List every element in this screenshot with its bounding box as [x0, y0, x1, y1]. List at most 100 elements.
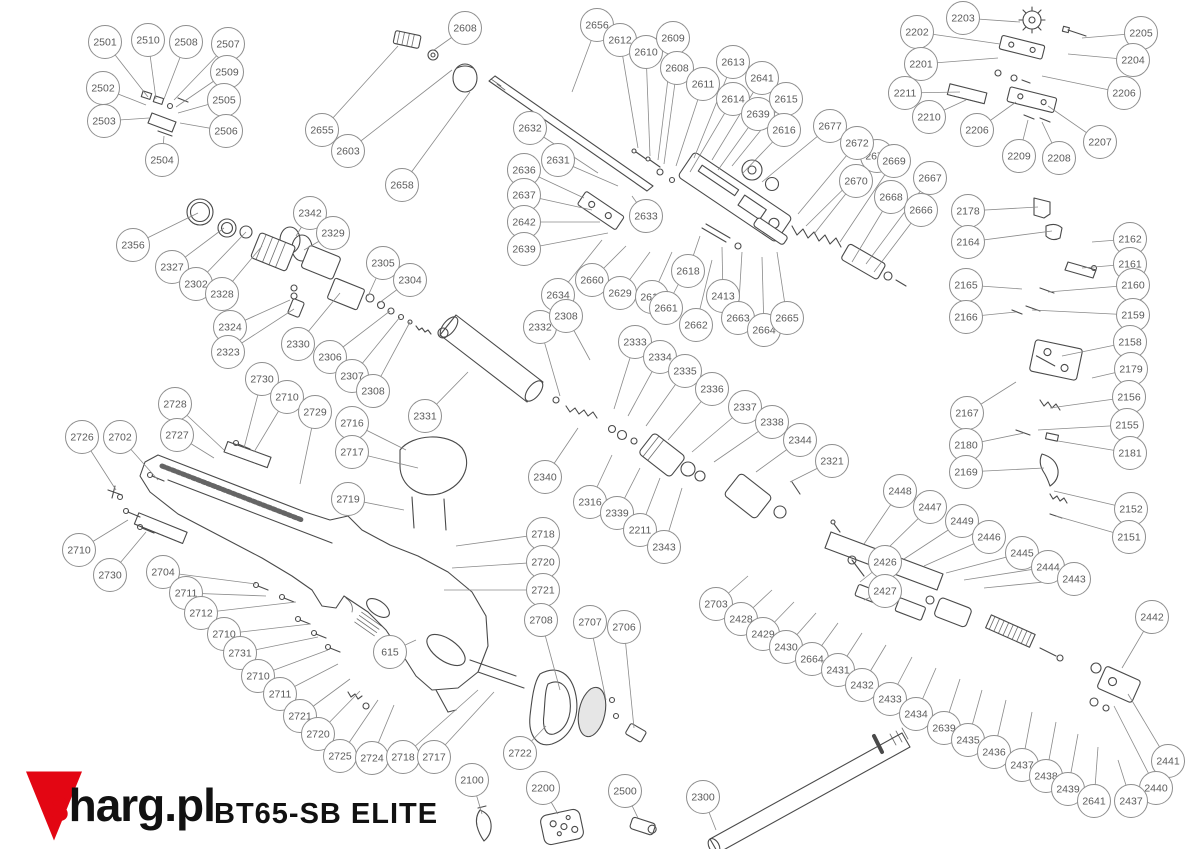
part-callout: 2503 [87, 104, 121, 138]
part-callout: 2655 [305, 113, 339, 147]
part-callout: 2722 [503, 736, 537, 770]
part-number: 2702 [108, 432, 132, 444]
part-number: 2614 [721, 94, 745, 106]
part-number: 2327 [160, 262, 184, 274]
part-number: 615 [381, 647, 399, 659]
part-callout: 2501 [88, 25, 122, 59]
part-number: 2203 [951, 13, 975, 25]
part-callout: 2344 [783, 423, 817, 457]
part-callout: 2433 [873, 682, 907, 716]
part-number: 2611 [692, 79, 715, 91]
part-number: 2726 [70, 432, 94, 444]
part-callout: 2614 [716, 82, 750, 116]
part-callout: 2152 [1114, 492, 1148, 526]
part-callout: 615 [373, 635, 407, 669]
part-number: 2443 [1062, 574, 1086, 586]
part-callout: 2730 [93, 558, 127, 592]
part-callout: 2327 [155, 250, 189, 284]
part-callout: 2445 [1005, 536, 1039, 570]
part-callout: 2306 [313, 340, 347, 374]
part-callout: 2426 [868, 545, 902, 579]
part-callout: 2207 [1083, 125, 1117, 159]
leader-line [645, 51, 651, 157]
part-callout: 2167 [950, 396, 984, 430]
part-callout: 2434 [899, 697, 933, 731]
part-callout: 2609 [656, 21, 690, 55]
part-callout: 2611 [686, 67, 720, 101]
part-callout: 2631 [541, 143, 575, 177]
part-number: 2164 [956, 237, 980, 249]
part-callout: 2706 [607, 610, 641, 644]
part-number: 2669 [882, 156, 906, 168]
part-number: 2615 [774, 94, 798, 106]
part-number: 2426 [873, 557, 897, 569]
part-number: 2440 [1144, 783, 1168, 795]
part-callout: 2444 [1031, 550, 1065, 584]
part-number: 2639 [932, 723, 956, 735]
part-number: 2343 [652, 542, 676, 554]
part-number: 2504 [150, 155, 174, 167]
part-callout: 2704 [146, 555, 180, 589]
part-number: 2618 [676, 266, 700, 278]
part-callout: 2642 [507, 205, 541, 239]
part-number: 2613 [721, 57, 745, 69]
part-number: 2431 [826, 665, 850, 677]
part-callout: 2731 [223, 636, 257, 670]
part-number: 2155 [1115, 420, 1139, 432]
part-callout: 2703 [699, 587, 733, 621]
part-number: 2707 [578, 617, 602, 629]
part-number: 2305 [371, 258, 395, 270]
part-callout: 2302 [179, 267, 213, 301]
part-number: 2665 [775, 313, 799, 325]
part-number: 2708 [529, 615, 553, 627]
part-number: 2300 [691, 792, 715, 804]
part-number: 2704 [151, 567, 175, 579]
part-number: 2165 [954, 280, 978, 292]
part-number: 2712 [189, 608, 213, 620]
part-number: 2328 [210, 289, 234, 301]
part-callout: 2710 [270, 380, 304, 414]
part-number: 2446 [977, 532, 1001, 544]
part-callout: 2201 [904, 47, 938, 81]
part-number: 2178 [956, 206, 980, 218]
leader-line [619, 39, 639, 149]
part-callout: 2608 [660, 51, 694, 85]
part-number: 2727 [165, 430, 189, 442]
part-callout: 2717 [335, 435, 369, 469]
part-callout: 2321 [815, 444, 849, 478]
part-number: 2721 [531, 585, 555, 597]
part-callout: 2669 [877, 144, 911, 178]
part-callout: 2166 [949, 300, 983, 334]
part-number: 2448 [888, 486, 912, 498]
part-number: 2637 [512, 190, 536, 202]
part-callout: 2712 [184, 596, 218, 630]
part-number: 2202 [905, 27, 929, 39]
part-callout: 2632 [513, 111, 547, 145]
part-number: 2332 [528, 322, 552, 334]
part-callout: 2331 [408, 399, 442, 433]
part-callout: 2660 [575, 263, 609, 297]
part-callout: 2633 [629, 199, 663, 233]
leader-line [401, 91, 471, 186]
part-number: 2730 [250, 374, 274, 386]
part-callout: 2603 [331, 134, 365, 168]
part-callout: 2639 [741, 97, 775, 131]
part-callout: 2328 [205, 277, 239, 311]
part-number: 2718 [531, 529, 555, 541]
part-callout: 2178 [951, 194, 985, 228]
part-number: 2667 [918, 173, 942, 185]
part-number: 2180 [954, 440, 978, 452]
part-callout: 2330 [281, 327, 315, 361]
part-callout: 2155 [1110, 408, 1144, 442]
part-callout: 2442 [1135, 600, 1169, 634]
part-callout: 2316 [573, 485, 607, 519]
part-number: 2720 [306, 729, 330, 741]
part-number: 2439 [1056, 784, 1080, 796]
part-number: 2711 [269, 689, 292, 701]
part-callout: 2335 [668, 354, 702, 388]
part-number: 2608 [665, 63, 689, 75]
part-callout: 2337 [728, 390, 762, 424]
part-callout: 2206 [960, 113, 994, 147]
part-number: 2151 [1117, 532, 1141, 544]
